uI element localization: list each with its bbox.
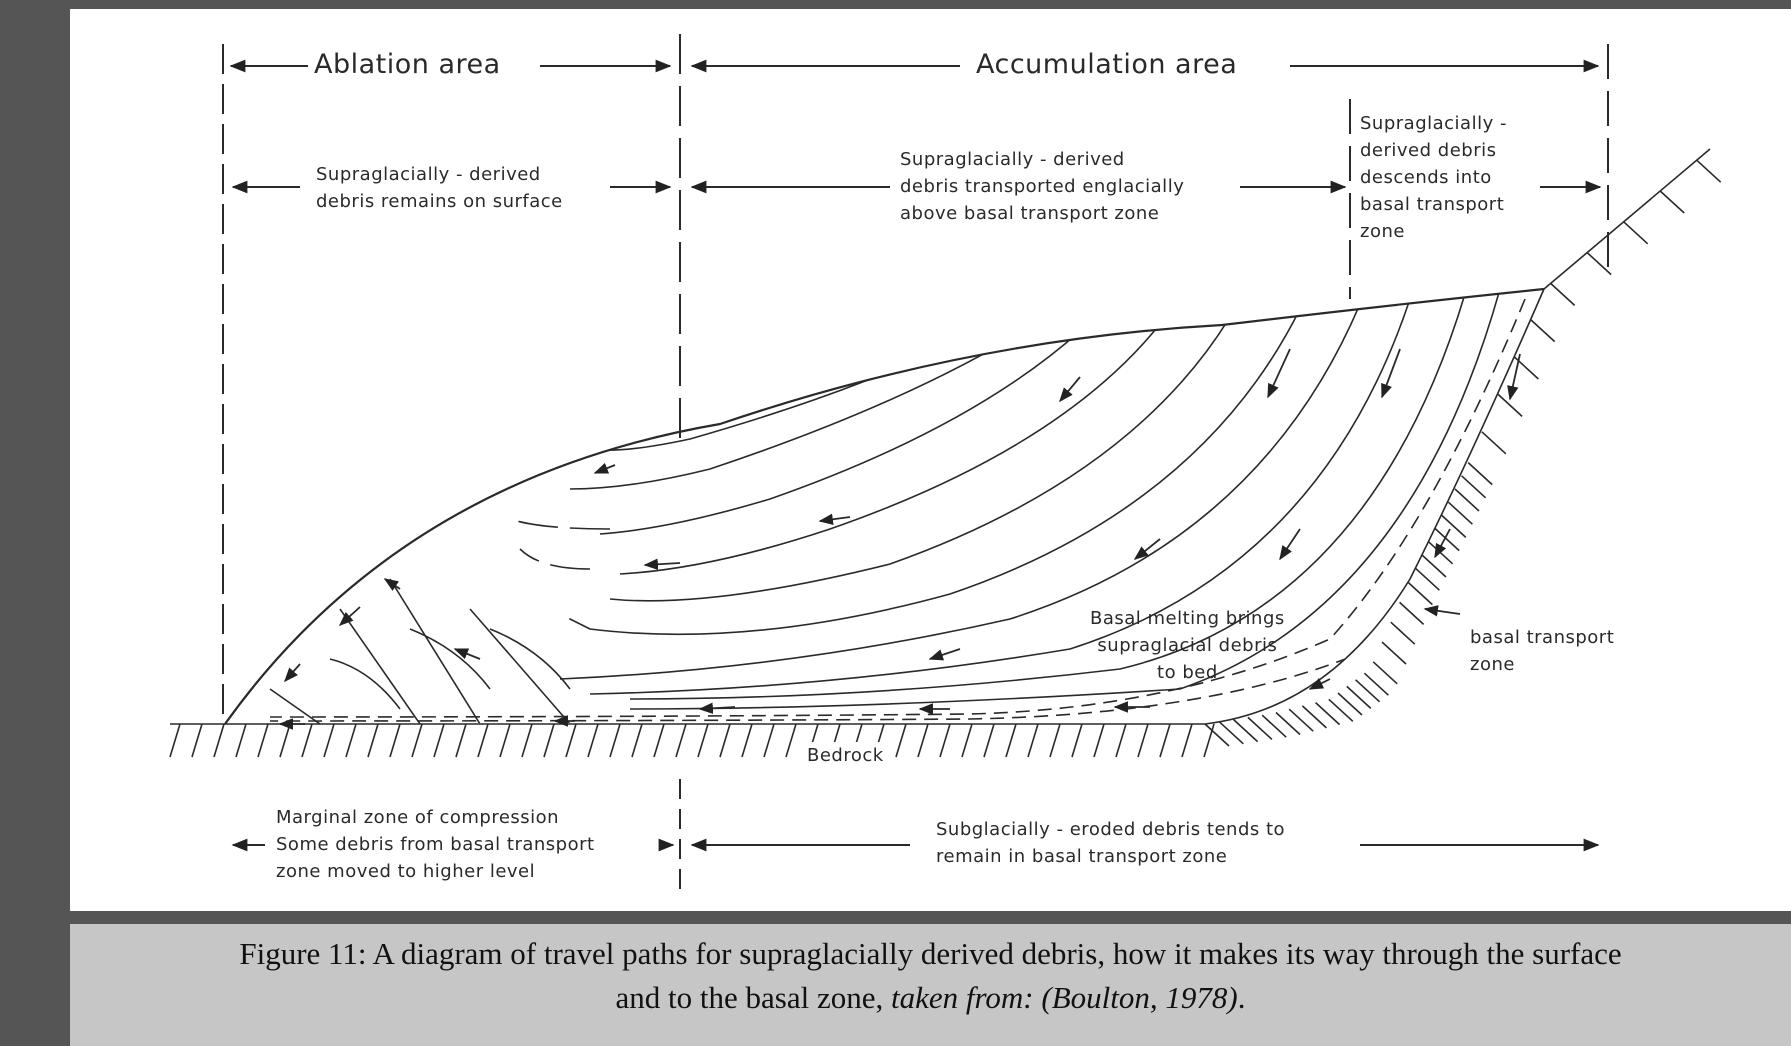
basal-melting-label: Basal melting brings supraglacial debris… [1090,608,1285,683]
upper-note-left: Supraglacially - derived debris remains … [310,161,569,215]
bedrock-label: Bedrock [805,742,886,769]
glacier-surface [224,287,1545,725]
glacier-debris-diagram: Ablation area Accumulation area Supragla… [70,9,1791,911]
ablation-area-header: Ablation area [308,49,507,81]
lower-note-left: Marginal zone of compression Some debris… [270,804,601,885]
lower-note-right: Subglacially - eroded debris tends to re… [930,816,1292,870]
basal-transport-zone-label: basal transport zone [1470,627,1615,675]
debris-flow-lines [269,289,1544,724]
upper-note-middle: Supraglacially - derived debris transpor… [894,146,1191,227]
accumulation-area-header: Accumulation area [970,49,1244,81]
diagram-drawing [169,34,1722,889]
caption-line-2: and to the basal zone, taken from: (Boul… [615,980,1246,1015]
figure-caption: Figure 11: A diagram of travel paths for… [70,924,1791,1046]
upper-note-right: Supraglacially - derived debris descends… [1360,113,1507,242]
caption-source: taken from: (Boulton, 1978) [891,980,1238,1015]
caption-line-1: Figure 11: A diagram of travel paths for… [239,936,1622,971]
